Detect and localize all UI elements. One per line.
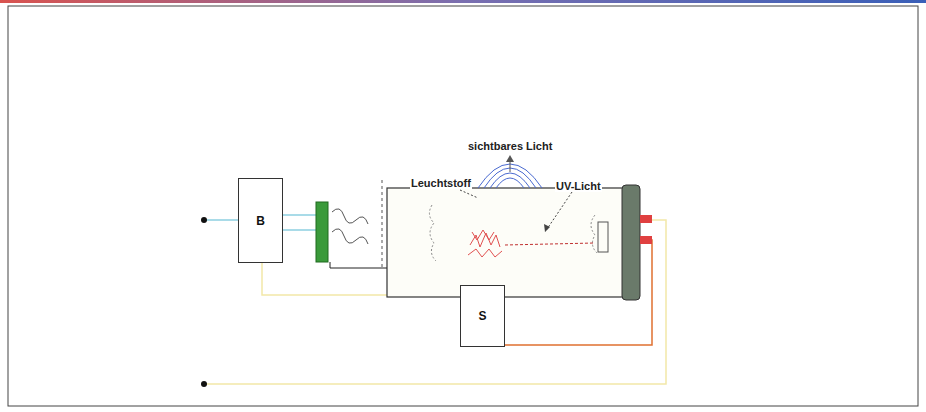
component-letter: B [256,214,265,228]
part-label: Leuchtstoff [410,177,472,189]
component-box: S [460,285,505,347]
component-box: B [238,178,283,263]
part-label: sichtbares Licht [467,140,553,152]
part-label: UV-Licht [555,180,602,192]
component-letter: S [478,309,486,323]
